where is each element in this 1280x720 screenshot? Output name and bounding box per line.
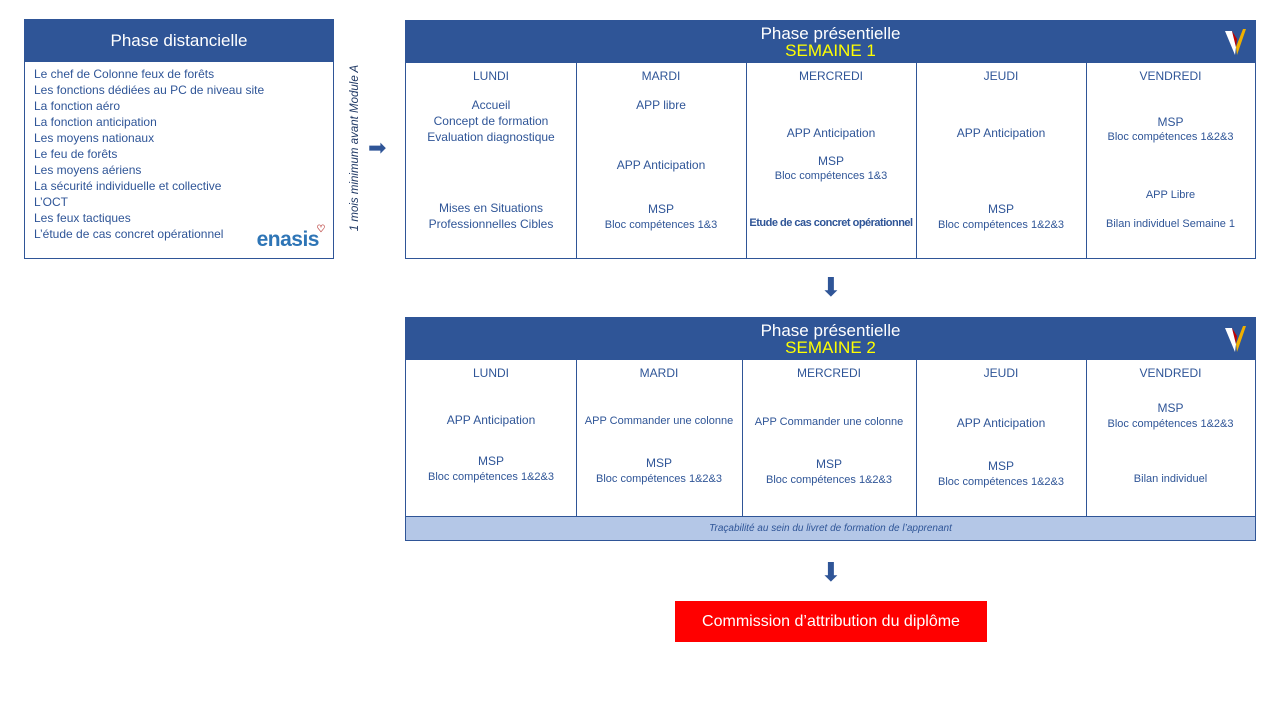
list-item: Les moyens aériens [34,163,142,177]
session-label: Bloc compétences 1&3 [774,170,888,182]
session-label: MSP [645,456,672,470]
week2-day-mercredi: MERCREDI APP Commander une colonne MSP B… [742,360,917,516]
session-label: Concept de formation [433,114,549,128]
day-name: LUNDI [472,69,509,83]
list-item: L’étude de cas concret opérationnel [34,227,224,241]
arrow-down-icon: ⬇ [820,557,842,587]
v-logo-icon [1225,29,1246,55]
session-label: MSP [815,457,842,471]
arrow-right-icon: ➡ [368,135,387,160]
session-label: MSP [1157,401,1184,415]
session-label: Bilan individuel Semaine 1 [1105,218,1236,230]
list-item: La fonction aéro [34,99,121,113]
delay-note: 1 mois minimum avant Module A [349,64,362,232]
traceability-footer: Traçabilité au sein du livret de formati… [406,516,1255,540]
session-label: APP Anticipation [616,158,706,172]
week1-day-lundi: LUNDI Accueil Concept de formation Evalu… [406,63,577,258]
session-label: APP Commander une colonne [584,415,734,427]
session-label: APP Libre [1145,189,1196,201]
distance-topic-list: Le chef de Colonne feux de forêts Les fo… [25,62,333,242]
day-name: MARDI [639,366,679,380]
week1-box: Phase présentielle SEMAINE 1 LUNDI Accue… [405,20,1256,259]
session-label: Mises en Situations [438,201,544,215]
session-label: MSP [817,154,844,168]
week2-day-lundi: LUNDI APP Anticipation MSP Bloc compéten… [406,360,577,516]
week1-title: Phase présentielle [760,24,901,43]
distance-phase-title: Phase distancielle [25,20,333,62]
week2-box: Phase présentielle SEMAINE 2 LUNDI APP A… [405,317,1256,541]
v-logo-icon [1225,326,1246,352]
week1-subtitle: SEMAINE 1 [785,41,876,60]
session-label: Evaluation diagnostique [427,130,555,144]
enasis-logo: enasis ♡ [256,224,326,251]
list-item: Les moyens nationaux [34,131,155,145]
list-item: Les fonctions dédiées au PC de niveau si… [34,83,265,97]
session-label: Etude de cas concret opérationnel [749,217,913,229]
day-name: MARDI [641,69,681,83]
week1-header: Phase présentielle SEMAINE 1 [406,21,1255,63]
day-name: JEUDI [983,69,1019,83]
day-name: MERCREDI [798,69,863,83]
session-label: Bloc compétences 1&2&3 [938,476,1064,488]
week2-title: Phase présentielle [760,321,901,340]
week2-header: Phase présentielle SEMAINE 2 [406,318,1255,360]
session-label: MSP [987,459,1014,473]
session-label: MSP [1157,115,1184,129]
day-name: LUNDI [472,366,509,380]
list-item: Le feu de forêts [34,147,118,161]
list-item: La fonction anticipation [34,115,157,129]
session-label: MSP [477,454,504,468]
session-label: Bilan individuel [1133,473,1208,485]
session-label: MSP [987,202,1014,216]
session-label: Bloc compétences 1&2&3 [1107,131,1234,143]
session-label: Bloc compétences 1&2&3 [938,219,1064,231]
list-item: La sécurité individuelle et collective [34,179,222,193]
session-label: APP Anticipation [786,126,876,140]
week1-day-vendredi: VENDREDI MSP Bloc compétences 1&2&3 APP … [1086,63,1255,258]
session-label: APP Anticipation [956,126,1046,140]
distance-phase-box: Phase distancielle Le chef de Colonne fe… [24,19,334,259]
commission-box: Commission d’attribution du diplôme [675,601,987,642]
list-item: Le chef de Colonne feux de forêts [34,67,215,81]
week1-day-mercredi: MERCREDI APP Anticipation MSP Bloc compé… [746,63,917,258]
list-item: Les feux tactiques [34,211,131,225]
week2-day-mardi: MARDI APP Commander une colonne MSP Bloc… [576,360,743,516]
heart-icon: ♡ [316,224,326,235]
week1-day-mardi: MARDI APP libre APP Anticipation MSP Blo… [576,63,747,258]
session-label: Bloc compétences 1&2&3 [596,473,722,485]
session-label: Accueil [471,98,511,112]
day-name: VENDREDI [1139,69,1202,83]
week1-day-jeudi: JEUDI APP Anticipation MSP Bloc compéten… [916,63,1087,258]
list-item: L’OCT [34,195,69,209]
week2-day-vendredi: VENDREDI MSP Bloc compétences 1&2&3 Bila… [1086,360,1255,516]
day-name: VENDREDI [1139,366,1202,380]
week2-day-jeudi: JEUDI APP Anticipation MSP Bloc compéten… [916,360,1087,516]
session-label: APP Anticipation [446,413,536,427]
session-label: Professionnelles Cibles [428,217,554,231]
week2-subtitle: SEMAINE 2 [785,338,876,357]
arrow-down-icon: ⬇ [820,272,842,302]
session-label: APP Anticipation [956,416,1046,430]
session-label: Bloc compétences 1&2&3 [1107,418,1234,430]
session-label: MSP [647,202,674,216]
session-label: APP libre [636,98,686,112]
session-label: APP Commander une colonne [754,416,904,428]
day-name: MERCREDI [796,366,861,380]
day-name: JEUDI [983,366,1019,380]
session-label: Bloc compétences 1&3 [604,219,718,231]
session-label: Bloc compétences 1&2&3 [766,474,892,486]
session-label: Bloc compétences 1&2&3 [428,471,554,483]
